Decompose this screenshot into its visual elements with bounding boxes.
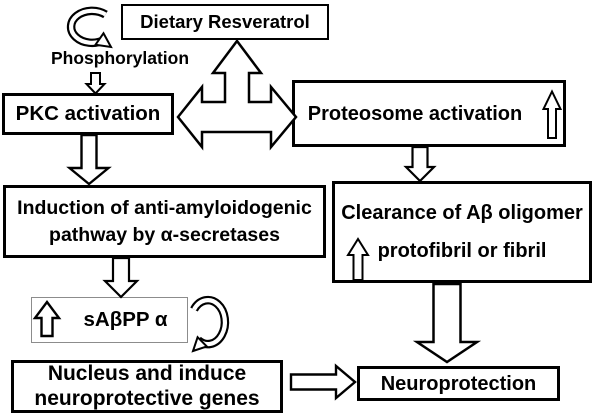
box-nucleus-line1: Nucleus and induce [47, 361, 247, 385]
box-induction-line2: pathway by α-secretases [49, 223, 280, 246]
box-pkc-activation-label: PKC activation [15, 101, 161, 125]
box-nucleus-line2: neuroprotective genes [34, 386, 260, 410]
pkc-to-induction-arrow-icon [66, 133, 112, 186]
box-clearance-line2: protofibril or fibril [377, 240, 547, 262]
box-pkc-activation: PKC activation [2, 93, 174, 135]
clearance-to-neuroprotection-arrow-icon [412, 282, 482, 364]
box-nucleus-genes: Nucleus and induce neuroprotective genes [11, 360, 283, 413]
box-induction-line1: Induction of anti-amyloidogenic [17, 196, 312, 219]
box-proteosome-activation-label: Proteosome activation [307, 102, 523, 125]
induction-to-sabpp-arrow-icon [102, 256, 140, 299]
box-clearance-line1: Clearance of Aβ oligomer [341, 202, 583, 224]
nucleus-to-neuroprotection-arrow-icon [289, 363, 357, 401]
box-dietary-resveratrol-label: Dietary Resveratrol [140, 10, 310, 32]
box-dietary-resveratrol: Dietary Resveratrol [121, 4, 329, 40]
box-clearance-abeta: Clearance of Aβ oligomer protofibril or … [332, 181, 592, 283]
box-neuroprotection-label: Neuroprotection [380, 372, 537, 395]
threeway-arrow-icon [176, 38, 298, 151]
box-proteosome-activation: Proteosome activation [292, 80, 566, 147]
box-sabpp-alpha: sAβPP α [31, 297, 188, 343]
box-induction-pathway: Induction of anti-amyloidogenic pathway … [3, 185, 326, 258]
proteosome-to-clearance-arrow-icon [403, 145, 437, 183]
phosphorylation-label: Phosphorylation [50, 48, 190, 68]
cycle-arrow-top-icon [66, 6, 113, 49]
phosphorylation-down-arrow-icon [84, 72, 107, 95]
cycle-arrow-sabpp-icon [190, 295, 230, 353]
box-neuroprotection: Neuroprotection [357, 366, 560, 401]
box-sabpp-alpha-label: sAβPP α [83, 307, 168, 331]
